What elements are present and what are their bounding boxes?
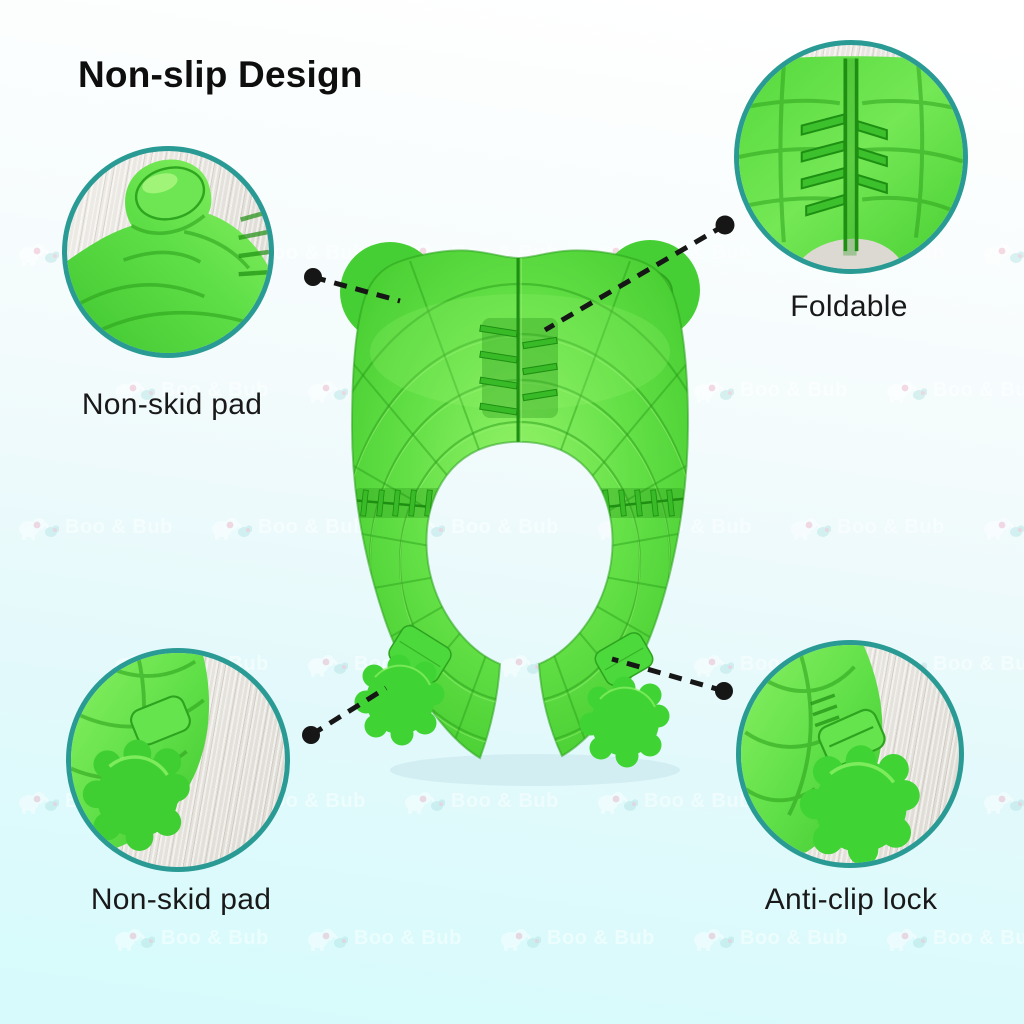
- brand-watermark: Boo & Bub: [690, 924, 848, 952]
- elephant-logo-icon: [212, 518, 252, 540]
- brand-watermark-text: Boo & Bub: [65, 515, 173, 538]
- brand-watermark: Boo & Bub: [690, 376, 848, 404]
- seat-shadow: [390, 754, 680, 786]
- hinge-closeup-body: [739, 56, 963, 265]
- non-skid-foot-pad-left: [354, 654, 445, 746]
- connector-dot-bottom-left: [302, 726, 320, 744]
- brand-watermark: Boo & Bub: [980, 239, 1024, 267]
- brand-watermark: Boo & Bub: [111, 924, 269, 952]
- callout-label-non-skid-pad-bottom: Non-skid pad: [90, 883, 272, 916]
- brand-watermark: Boo & Bub: [980, 513, 1024, 541]
- callout-label-foldable: Foldable: [790, 290, 908, 323]
- brand-watermark-text: Boo & Bub: [547, 926, 655, 949]
- elephant-logo-icon: [887, 381, 927, 403]
- foot-pad-scallop: [82, 739, 190, 851]
- elephant-logo-icon: [115, 929, 155, 951]
- zoom-circle-foldable: [734, 40, 968, 274]
- hinge-closeup-gap: [794, 238, 905, 269]
- connector-dot-top-left: [304, 268, 322, 286]
- brand-watermark-text: Boo & Bub: [354, 926, 462, 949]
- brand-watermark: Boo & Bub: [980, 787, 1024, 815]
- brand-watermark: Boo & Bub: [15, 513, 173, 541]
- pad-closeup-body: [67, 159, 269, 353]
- callout-label-anti-clip-lock: Anti-clip lock: [764, 883, 938, 916]
- elephant-logo-icon: [887, 929, 927, 951]
- elephant-logo-icon: [791, 518, 831, 540]
- folding-potty-seat-photo: [340, 240, 700, 786]
- clip-tab: [130, 695, 191, 746]
- brand-watermark-text: Boo & Bub: [837, 515, 945, 538]
- elephant-logo-icon: [19, 244, 59, 266]
- top-fold-hinge: [479, 258, 558, 444]
- elephant-logo-icon: [308, 929, 348, 951]
- callout-label-non-skid-pad-top: Non-skid pad: [81, 388, 263, 421]
- non-skid-foot-pad-right: [579, 676, 670, 768]
- brand-watermark: Boo & Bub: [497, 924, 655, 952]
- connector-dot-bottom-right: [715, 682, 733, 700]
- elephant-logo-icon: [984, 518, 1024, 540]
- elephant-logo-icon: [19, 792, 59, 814]
- zoom-circle-anti-clip-lock: [736, 640, 964, 868]
- elephant-logo-icon: [19, 518, 59, 540]
- brand-watermark: Boo & Bub: [883, 376, 1024, 404]
- side-fold-hinge-left: [352, 488, 445, 518]
- brand-watermark: Boo & Bub: [304, 924, 462, 952]
- connector-dot-top-right: [715, 215, 735, 235]
- side-fold-hinge-right: [595, 488, 688, 518]
- elephant-logo-icon: [694, 929, 734, 951]
- elephant-logo-icon: [984, 244, 1024, 266]
- seat-body: [350, 249, 690, 760]
- page-title: Non-slip Design: [78, 54, 363, 95]
- zoom-circle-non-skid-pad-bottom: [66, 648, 290, 872]
- elephant-logo-icon: [501, 929, 541, 951]
- elephant-logo-icon: [984, 792, 1024, 814]
- brand-watermark-text: Boo & Bub: [933, 926, 1024, 949]
- brand-watermark-text: Boo & Bub: [161, 926, 269, 949]
- hinge-teeth: [800, 113, 888, 217]
- brand-watermark: Boo & Bub: [883, 924, 1024, 952]
- foot-pad-scallop: [799, 745, 920, 863]
- zoom-circle-non-skid-pad-top: [62, 146, 274, 358]
- brand-watermark-text: Boo & Bub: [740, 926, 848, 949]
- brand-watermark-text: Boo & Bub: [933, 378, 1024, 401]
- brand-watermark: Boo & Bub: [787, 513, 945, 541]
- brand-watermark-text: Boo & Bub: [740, 378, 848, 401]
